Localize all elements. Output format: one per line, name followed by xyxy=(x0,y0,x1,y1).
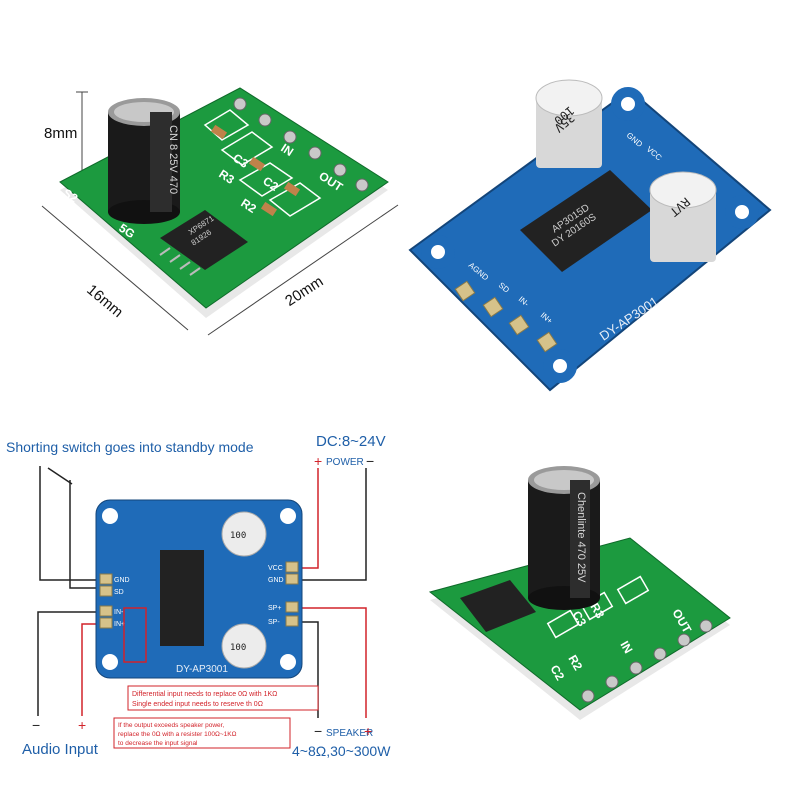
svg-text:100: 100 xyxy=(230,531,246,541)
svg-text:−: − xyxy=(366,453,374,469)
diagram-model-text: DY-AP3001 xyxy=(176,664,228,675)
speaker-spec: 4~8Ω,30~300W xyxy=(292,743,391,759)
svg-text:S2: S2 xyxy=(60,186,80,206)
svg-text:GND: GND xyxy=(114,577,130,584)
panel-green-dimensions: 8mm 16mm 20mm S2 C3 R3 IN C2 R2 OUT 5G xyxy=(0,0,400,400)
svg-text:Differential input needs to re: Differential input needs to replace 0Ω w… xyxy=(132,691,277,698)
blue-module-illustration: AP3015D DY 20160S 100 35V RVT AGND SD IN… xyxy=(408,79,772,392)
power-label: POWER xyxy=(326,457,364,468)
standby-note: Shorting switch goes into standby mode xyxy=(6,439,254,455)
svg-text:+: + xyxy=(314,453,322,469)
diagram-mounting-holes xyxy=(102,508,296,670)
diagram-cap-top: 100 xyxy=(221,511,267,557)
angled-electrolytic-capacitor: Chenlinte 470 25V xyxy=(528,466,600,610)
svg-text:+: + xyxy=(364,723,372,739)
wires xyxy=(37,466,367,718)
mounting-holes xyxy=(421,87,759,383)
electrolytic-capacitor: CN 8 25V 470 xyxy=(108,98,180,224)
panel-wiring-diagram: Shorting switch goes into standby mode D… xyxy=(0,400,400,800)
svg-text:IN+: IN+ xyxy=(114,621,125,628)
resistor-highlight xyxy=(123,607,147,663)
diagram-chip xyxy=(160,550,204,646)
smd-components xyxy=(210,124,301,217)
svg-text:SD: SD xyxy=(114,589,124,596)
svg-text:C3: C3 xyxy=(569,609,589,630)
capacitor-2: RVT xyxy=(649,171,717,262)
svg-text:Single ended input needs to re: Single ended input needs to reserve th 0… xyxy=(132,701,263,708)
svg-text:If the output exceeds speaker: If the output exceeds speaker power, xyxy=(118,722,224,729)
svg-text:replace the 0Ω with a resister: replace the 0Ω with a resister 100Ω~1KΩ xyxy=(118,731,237,738)
wiring-diagram: Shorting switch goes into standby mode D… xyxy=(6,433,391,759)
svg-text:C2: C2 xyxy=(547,663,567,684)
svg-text:VCC: VCC xyxy=(268,565,283,572)
dim-line-width xyxy=(207,204,399,336)
svg-text:GND: GND xyxy=(268,577,284,584)
speaker-label: SPEAKER xyxy=(326,728,373,739)
standby-switch xyxy=(47,467,73,485)
svg-text:100: 100 xyxy=(230,643,246,653)
angled-chip xyxy=(460,580,536,632)
svg-text:IN-: IN- xyxy=(114,609,124,616)
capacitor-1: 100 35V xyxy=(535,79,603,168)
angled-pads xyxy=(581,619,713,703)
panel-blue-board: AP3015D DY 20160S 100 35V RVT AGND SD IN… xyxy=(400,0,800,400)
svg-text:−: − xyxy=(32,717,40,733)
svg-text:R2: R2 xyxy=(565,653,585,674)
green-angled-illustration: C3 R3 IN OUT C2 R2 Chenlinte 470 25V xyxy=(428,466,731,720)
solder-pads xyxy=(454,280,558,353)
svg-text:+: + xyxy=(78,717,86,733)
dim-height-label: 8mm xyxy=(44,125,77,142)
dim-depth-label: 16mm xyxy=(83,281,126,321)
diagram-pads xyxy=(99,561,299,629)
audio-input-label: Audio Input xyxy=(22,741,99,758)
panel-green-angled: C3 R3 IN OUT C2 R2 Chenlinte 470 25V xyxy=(400,400,800,800)
diagram-cap-bottom: 100 xyxy=(221,623,267,669)
pad-row xyxy=(233,97,369,192)
dc-voltage-title: DC:8~24V xyxy=(316,433,386,450)
green-module-illustration: 8mm 16mm 20mm S2 C3 R3 IN C2 R2 OUT 5G xyxy=(41,87,399,336)
svg-text:SP-: SP- xyxy=(268,619,280,626)
svg-text:Chenlinte 470 25V: Chenlinte 470 25V xyxy=(575,492,587,583)
diagram-pin-labels: GND SD IN- IN+ VCC GND SP+ SP- xyxy=(114,565,284,628)
amplifier-chip: XP6871 81926 xyxy=(159,210,248,276)
ap3015-chip: AP3015D DY 20160S xyxy=(520,170,652,272)
svg-text:−: − xyxy=(314,723,322,739)
svg-text:R3: R3 xyxy=(587,601,607,622)
svg-text:SP+: SP+ xyxy=(268,605,281,612)
differential-note-box xyxy=(127,685,319,711)
dim-line-depth xyxy=(41,205,189,331)
svg-text:CN 8 25V 470: CN 8 25V 470 xyxy=(167,125,179,194)
svg-text:to decrease the input signal: to decrease the input signal xyxy=(118,740,198,747)
dim-width-label: 20mm xyxy=(282,273,326,310)
output-note-box xyxy=(113,717,291,749)
